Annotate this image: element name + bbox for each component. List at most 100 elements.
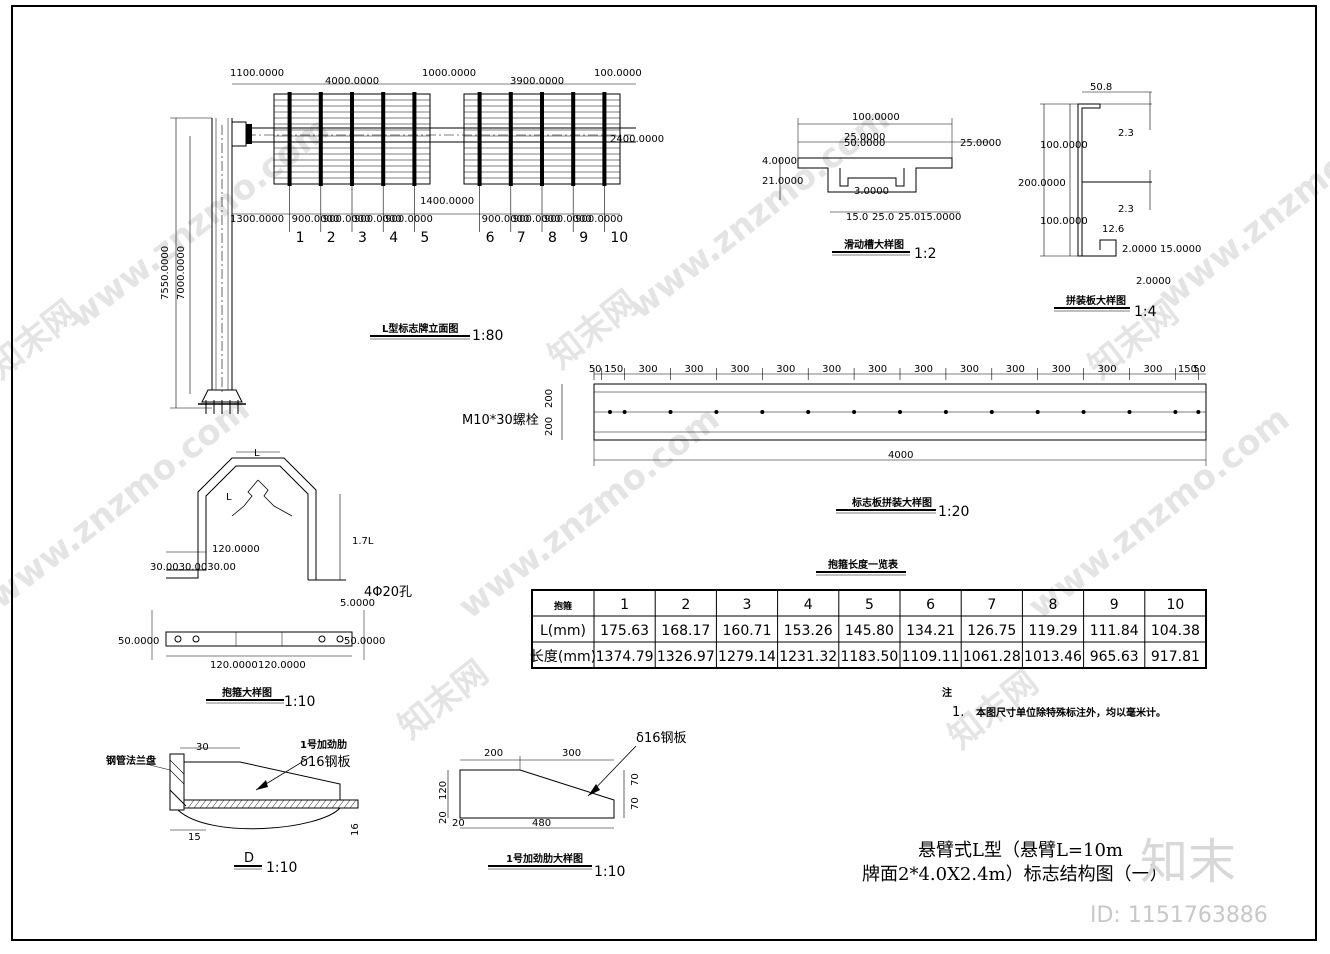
- channel-dim: 25.0: [872, 212, 894, 223]
- assembly-top-dim: 150: [1178, 364, 1197, 375]
- weld-hatch: [247, 799, 255, 809]
- hoop-strip: [287, 92, 292, 186]
- table-cell: 7: [987, 597, 996, 613]
- hoop-strip: [508, 92, 513, 186]
- table-cell: 9: [1110, 597, 1119, 613]
- table-cell: 10: [1166, 597, 1184, 613]
- table-cell: 5: [865, 597, 874, 613]
- watermark-text: 知末网: [391, 653, 496, 747]
- bolt-hole: [760, 410, 765, 414]
- bolt-hole: [1081, 410, 1086, 414]
- hoop-strip: [381, 92, 386, 186]
- strip-number: 5: [420, 230, 429, 246]
- weld-hatch: [259, 799, 267, 809]
- hoop-dim-w: 120.0000: [212, 544, 260, 555]
- weld-hatch: [295, 799, 303, 809]
- hoop-strip: [540, 92, 544, 186]
- bolt-hole: [1127, 410, 1132, 414]
- table-cell: L(mm): [540, 623, 586, 639]
- elev-title: L型标志牌立面图: [382, 322, 458, 335]
- elev-dim-spacing: 900.0000: [354, 214, 402, 225]
- hoop-strip: [602, 92, 607, 186]
- weld-hatch: [325, 799, 333, 809]
- assembly-top-dim: 50: [1193, 364, 1206, 375]
- bolt-label: M10*30螺栓: [462, 413, 539, 428]
- bolt-hole: [943, 410, 948, 414]
- hoop-dim-L: L: [226, 492, 232, 503]
- hoop-bolt: 4Φ20孔: [364, 585, 412, 600]
- hoop-title: 抱箍大样图: [222, 686, 272, 699]
- weld-hatch: [211, 799, 219, 809]
- weld-hatch: [205, 799, 213, 809]
- panel-detail-view: 50.8 2.3 2.3 100.0000 200.0000 100.0000 …: [1018, 82, 1201, 320]
- bolt-hole: [806, 410, 811, 414]
- strip-number: 1: [296, 230, 305, 246]
- weld-hatch: [193, 799, 201, 809]
- drawing-title-line2: 牌面2*4.0X2.4m）标志结构图（一）: [862, 864, 1168, 885]
- rib1-dim: 70: [630, 797, 641, 810]
- note-head: 注: [942, 686, 952, 699]
- weld-hatch: [283, 799, 291, 809]
- hoop-view: L L 1.7L 120.0000 30.0030.0030.00 4Φ20孔 …: [118, 448, 412, 710]
- channel-dim: 25.0000: [844, 132, 885, 143]
- assembly-left-dim: 200: [544, 389, 555, 408]
- table-cell: 抱箍: [554, 600, 572, 612]
- table-cell: 175.63: [600, 623, 649, 639]
- hoop-strip: [571, 92, 576, 186]
- weld-hatch: [187, 799, 195, 809]
- table-cell: 1231.32: [779, 649, 837, 665]
- elev-dim-spacing: 900.0000: [292, 214, 340, 225]
- weld-hatch: [229, 799, 237, 809]
- hoop-scale: 1:10: [284, 694, 315, 710]
- elev-dim-top: 1000.0000: [422, 68, 476, 79]
- hoop-bar-dim: 50.0000: [118, 636, 159, 647]
- assembly-length: 4000: [888, 450, 913, 461]
- note-num: 1.: [952, 705, 964, 720]
- table-cell: 长度(mm): [530, 649, 596, 665]
- hoop-bar-dim: 120.0000: [258, 660, 306, 671]
- channel-dim: 50.0000: [844, 138, 885, 149]
- bolt-hole: [668, 410, 673, 414]
- assembly-top-dim: 300: [914, 364, 933, 375]
- strip-number: 4: [389, 230, 398, 246]
- table-cell: 1183.50: [840, 649, 898, 665]
- assembly-top-dim: 300: [868, 364, 887, 375]
- watermark-id: ID: 1151763886: [1090, 903, 1268, 928]
- panel-dim: 100.0000: [1040, 216, 1088, 227]
- assembly-left-dim: 200: [544, 417, 555, 436]
- hoop-dim-h: 1.7L: [352, 536, 374, 547]
- table-title: 抱箍长度一览表: [828, 558, 899, 571]
- panel-dim: 100.0000: [1040, 140, 1088, 151]
- hoop-strip: [477, 92, 482, 186]
- assembly-top-dim: 300: [1006, 364, 1025, 375]
- elev-dim-bottom-left: 1300.0000: [230, 214, 284, 225]
- weld-hatch: [289, 799, 297, 809]
- table-cell: 6: [926, 597, 935, 613]
- bolt-hole: [714, 410, 719, 414]
- watermark-text: www.znzmo.com: [1021, 399, 1297, 627]
- strip-number: 7: [517, 230, 526, 246]
- panel-dim: 2.0000: [1122, 244, 1157, 255]
- weld-hatch: [301, 799, 309, 809]
- elev-dim-top: 4000.0000: [325, 76, 379, 87]
- weld-hatch: [307, 799, 315, 809]
- weld-hatch: [271, 799, 279, 809]
- elev-dim-top: 1100.0000: [230, 68, 284, 79]
- assembly-top-dim: 300: [776, 364, 795, 375]
- bolt-hole: [1035, 410, 1040, 414]
- strip-number: 8: [548, 230, 557, 246]
- weld-hatch: [277, 799, 285, 809]
- d-label: 1号加劲肋: [300, 738, 347, 751]
- panel-title: 拼装板大样图: [1066, 294, 1126, 307]
- table-cell: 160.71: [723, 623, 772, 639]
- assembly-top-dim: 300: [822, 364, 841, 375]
- table-cell: 111.84: [1090, 623, 1139, 639]
- panel-scale: 1:4: [1134, 304, 1157, 320]
- bolt-hole: [622, 410, 627, 414]
- weld-hatch: [349, 799, 357, 809]
- weld-hatch: [199, 799, 207, 809]
- elev-dim-top: 100.0000: [594, 68, 642, 79]
- rib1-dim: 70: [630, 773, 641, 786]
- title-block: 悬臂式L型（悬臂L=10m 牌面2*4.0X2.4m）标志结构图（一） 知末 I…: [862, 834, 1268, 928]
- weld-hatch: [337, 799, 345, 809]
